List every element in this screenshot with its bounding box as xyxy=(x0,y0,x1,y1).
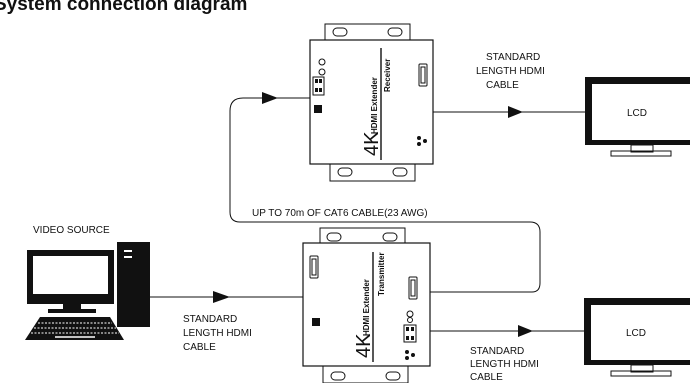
cat6-cable xyxy=(229,92,541,293)
receiver-led xyxy=(318,58,326,66)
receiver-hdmi-port xyxy=(418,63,428,87)
receiver-rj45-port xyxy=(314,105,322,113)
transmitter-role: Transmitter xyxy=(377,252,386,296)
transmitter-hdmi-cable-label: STANDARD LENGTH HDMI CABLE xyxy=(470,346,542,383)
diagram-title: System connection diagram xyxy=(0,0,248,15)
transmitter-body xyxy=(302,242,431,367)
receiver-unit: 4K HDMI Extender Receiver xyxy=(309,23,434,182)
lcd-label-top: LCD xyxy=(627,108,647,119)
receiver-dip-switch xyxy=(312,76,325,96)
pc-screen xyxy=(33,256,108,294)
lcd-label-bottom: LCD xyxy=(626,328,646,339)
transmitter-rj45-port xyxy=(312,318,320,326)
receiver-brand: 4K xyxy=(361,131,383,156)
cat6-label: UP TO 70m OF CAT6 CABLE(23 AWG) xyxy=(252,208,428,219)
transmitter-dip-switch xyxy=(403,324,417,343)
lcd-screen-bottom xyxy=(591,305,690,360)
transmitter-hdmi-out-port xyxy=(408,276,418,300)
transmitter-power-jack xyxy=(405,350,409,354)
receiver-product: HDMI Extender xyxy=(370,77,379,134)
receiver-power-jack xyxy=(417,136,421,140)
source-hdmi-cable-label: STANDARD LENGTH HDMI CABLE xyxy=(183,314,255,353)
transmitter-product: HDMI Extender xyxy=(362,279,371,336)
lcd-monitor-top xyxy=(585,77,690,157)
transmitter-unit: 4K HDMI Extender Transmitter xyxy=(302,227,431,384)
source-hdmi-arrow xyxy=(213,291,230,303)
transmitter-led xyxy=(407,317,413,323)
transmitter-hdmi-arrow xyxy=(518,325,533,337)
pc-tower xyxy=(117,242,150,327)
lcd-screen-top xyxy=(592,84,690,140)
cat6-arrow xyxy=(262,92,278,104)
computer-icon xyxy=(25,242,150,340)
transmitter-brand: 4K xyxy=(353,333,375,358)
receiver-role: Receiver xyxy=(383,59,392,92)
receiver-hdmi-cable-label: STANDARD LENGTH HDMI CABLE xyxy=(476,52,548,91)
receiver-led xyxy=(318,68,326,76)
video-source-label: VIDEO SOURCE xyxy=(33,225,110,236)
receiver-body xyxy=(309,39,434,165)
receiver-hdmi-arrow xyxy=(508,106,523,118)
receiver-bottom-ear xyxy=(329,161,416,182)
transmitter-hdmi-in-port xyxy=(309,255,319,279)
lcd-monitor-bottom xyxy=(584,298,690,377)
